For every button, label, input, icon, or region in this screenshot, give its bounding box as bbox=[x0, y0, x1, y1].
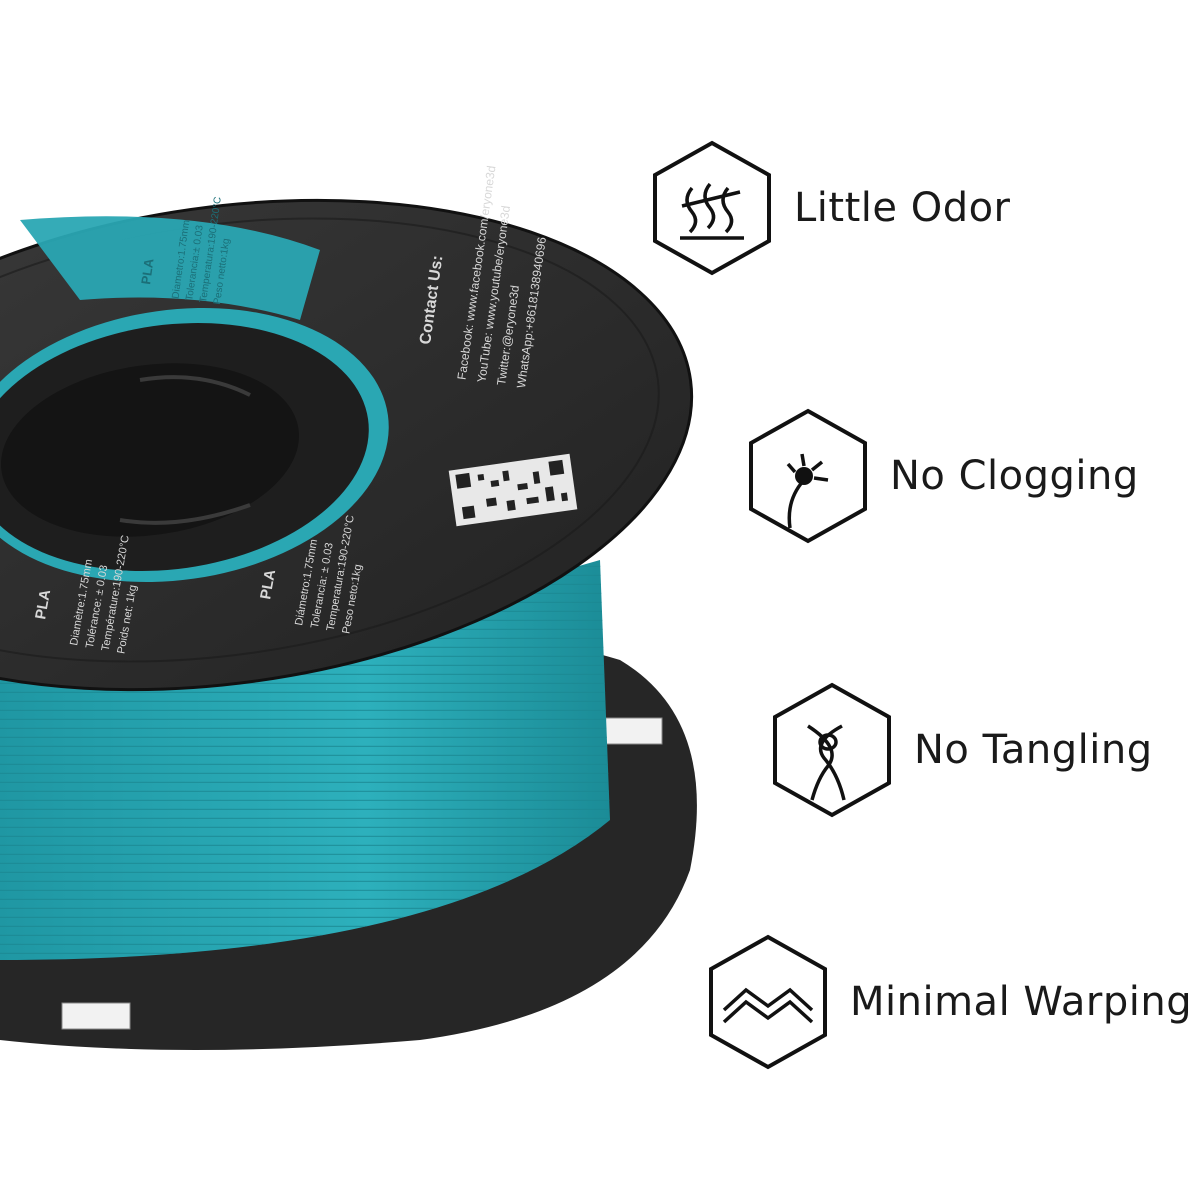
feature-no-clogging: No Clogging bbox=[748, 408, 1139, 544]
feature-label: Little Odor bbox=[794, 185, 1011, 231]
feature-label: No Clogging bbox=[890, 453, 1139, 499]
label-2-material: PLA bbox=[257, 568, 279, 601]
teal-label-arc bbox=[20, 216, 320, 320]
top-label-material: PLA bbox=[138, 257, 157, 285]
back-flange-slot bbox=[599, 717, 663, 745]
label-1-material: PLA bbox=[32, 588, 54, 621]
back-flange-slot-lower bbox=[61, 1002, 131, 1030]
feature-little-odor: Little Odor bbox=[652, 140, 1011, 276]
nozzle-clog-icon bbox=[749, 408, 867, 544]
feature-minimal-warping: Minimal Warping bbox=[708, 934, 1192, 1070]
feature-label: No Tangling bbox=[914, 727, 1153, 773]
feature-label: Minimal Warping bbox=[850, 979, 1193, 1025]
feature-no-tangling: No Tangling bbox=[772, 682, 1153, 818]
steam-odor-icon bbox=[653, 140, 771, 276]
warping-zigzag-icon bbox=[709, 934, 827, 1070]
tangle-loop-icon bbox=[773, 682, 891, 818]
qr-code bbox=[448, 453, 578, 527]
